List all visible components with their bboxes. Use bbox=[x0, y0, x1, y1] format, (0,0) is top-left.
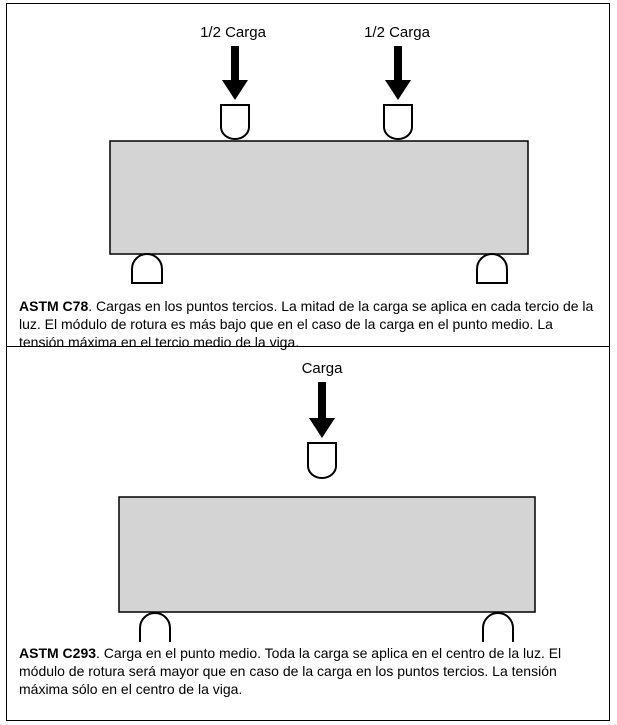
caption-standard-c293: ASTM C293 bbox=[19, 645, 97, 661]
support-right bbox=[476, 253, 508, 284]
center-point-loading-diagram: Carga bbox=[118, 360, 536, 642]
caption-text-c78: . Cargas en los puntos tercios. La mitad… bbox=[19, 298, 594, 350]
concrete-beam bbox=[118, 496, 536, 613]
caption-standard-c78: ASTM C78 bbox=[19, 298, 89, 314]
figure-frame: 1/2 Carga 1/2 Carga ASTM C78. Cargas en … bbox=[6, 3, 610, 721]
load-label-center: Carga bbox=[302, 360, 344, 377]
load-arrow-right bbox=[385, 46, 411, 100]
load-arrow-center bbox=[309, 382, 335, 438]
loading-nose-right bbox=[383, 104, 413, 140]
load-arrow-left bbox=[222, 46, 248, 100]
center-point-caption: ASTM C293. Carga en el punto medio. Toda… bbox=[19, 644, 599, 698]
loading-nose-center bbox=[307, 442, 337, 479]
center-point-loading-panel: Carga ASTM C293. Carga en el punto medio… bbox=[7, 347, 609, 720]
loading-nose-left bbox=[220, 104, 250, 140]
third-point-loading-diagram: 1/2 Carga 1/2 Carga bbox=[109, 24, 529, 284]
support-left bbox=[131, 253, 163, 284]
support-right bbox=[482, 612, 514, 642]
concrete-beam bbox=[109, 140, 529, 255]
load-label-right: 1/2 Carga bbox=[364, 24, 431, 41]
third-point-loading-panel: 1/2 Carga 1/2 Carga ASTM C78. Cargas en … bbox=[7, 4, 609, 350]
support-left bbox=[139, 612, 171, 642]
panel-divider bbox=[7, 346, 609, 347]
load-label-left: 1/2 Carga bbox=[200, 24, 267, 41]
third-point-caption: ASTM C78. Cargas en los puntos tercios. … bbox=[19, 297, 599, 351]
caption-text-c293: . Carga en el punto medio. Toda la carga… bbox=[19, 645, 562, 697]
